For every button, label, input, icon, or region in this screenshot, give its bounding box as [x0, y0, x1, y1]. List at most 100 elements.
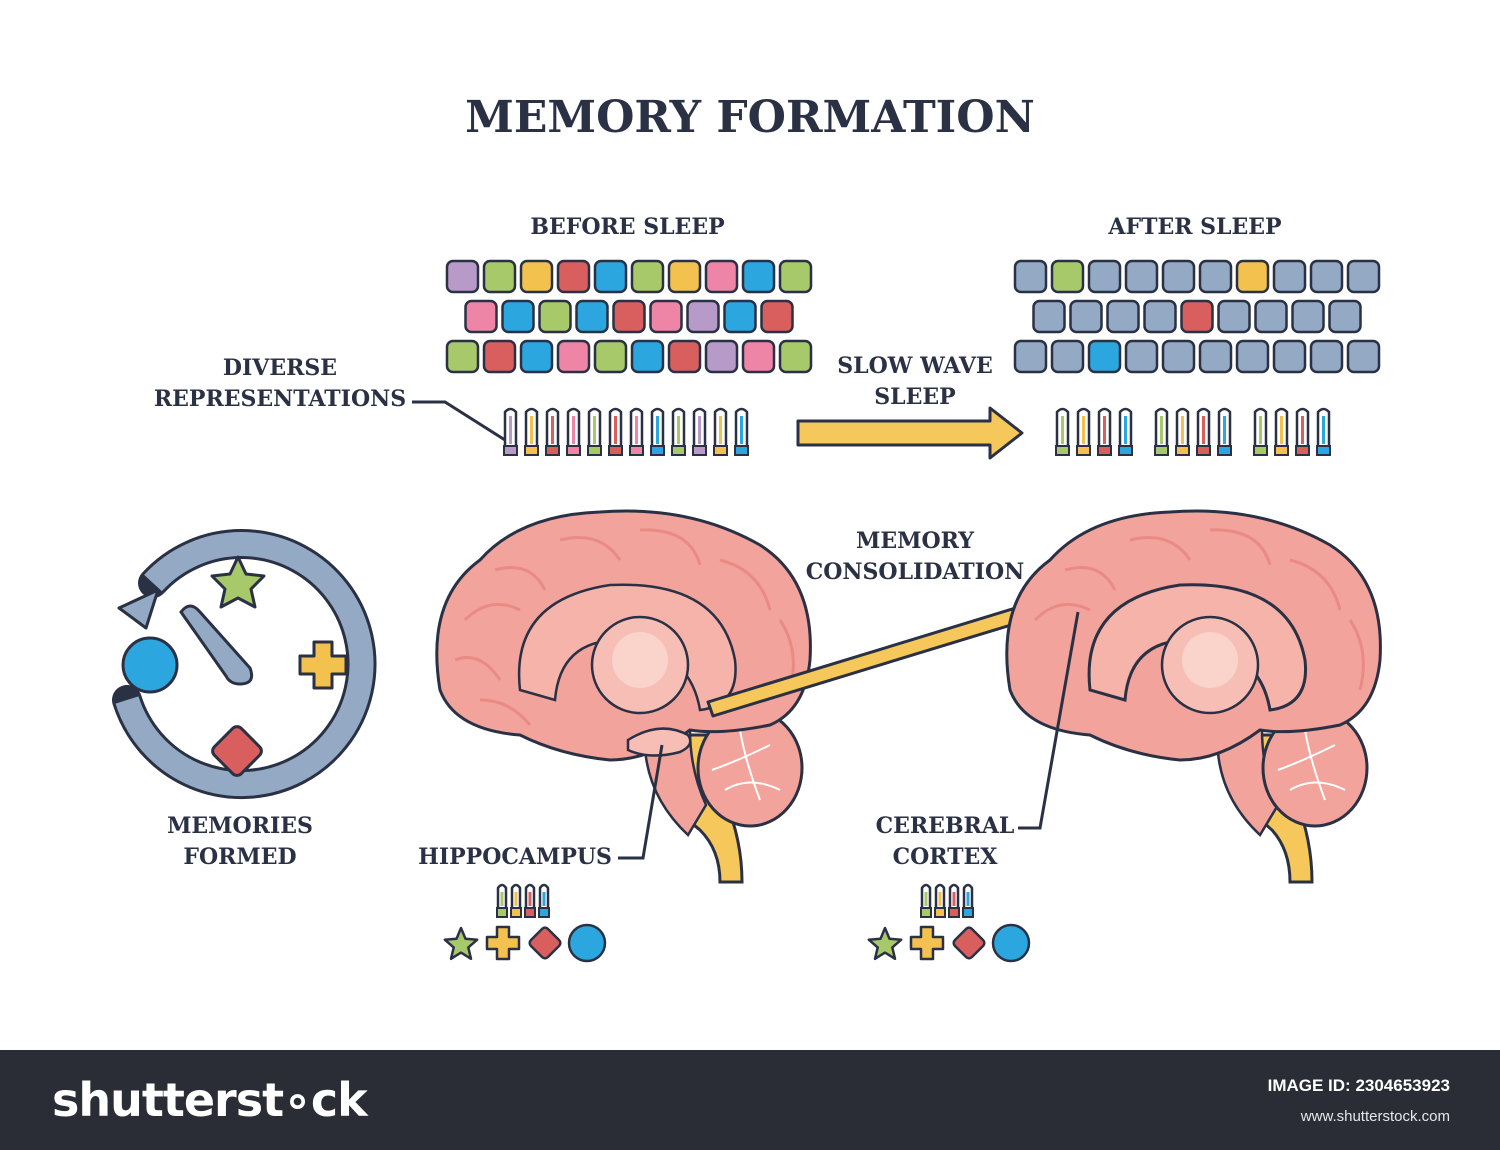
hippocampus-diamond-icon — [528, 926, 562, 960]
site-url[interactable]: www.shutterstock.com — [1300, 1108, 1450, 1125]
before-sleep-tile — [612, 299, 646, 334]
before-sleep-tile — [741, 259, 776, 294]
cortex-spike-base — [920, 907, 932, 918]
cortex-spike — [920, 883, 932, 912]
before-spike-base — [545, 445, 560, 456]
memory-consolidation-label: MEMORY CONSOLIDATION — [800, 526, 1030, 588]
cortex-spike-base — [948, 907, 960, 918]
before-sleep-tile — [556, 339, 591, 374]
hippocampus-spike-base — [496, 907, 508, 918]
before-spike — [713, 407, 728, 450]
before-sleep-tile — [538, 299, 572, 334]
footer-bar: shutterst∘ck IMAGE ID: 2304653923 www.sh… — [0, 1050, 1500, 1150]
hippocampus-spike — [496, 883, 508, 912]
hippocampus-leader-line — [618, 744, 664, 860]
before-spike — [629, 407, 644, 450]
hippocampus-memory-icons — [443, 923, 607, 963]
after-sleep-tile — [1291, 299, 1325, 334]
after-group-1-spike-base — [1196, 445, 1211, 456]
image-id-text: IMAGE ID: 2304653923 — [1267, 1076, 1450, 1095]
before-sleep-tile — [593, 339, 628, 374]
memory-consolidation-line-2: CONSOLIDATION — [805, 559, 1025, 585]
after-sleep-tile — [1087, 259, 1122, 294]
after-group-2-spike — [1295, 407, 1310, 450]
cortex-memory-icons — [867, 923, 1031, 963]
before-spike — [545, 407, 560, 450]
diverse-representations-label: DIVERSE REPRESENTATIONS — [140, 353, 420, 415]
after-sleep-tile — [1124, 259, 1159, 294]
after-group-2-spike-base — [1316, 445, 1331, 456]
after-sleep-tile — [1198, 259, 1233, 294]
before-sleep-tile — [556, 259, 591, 294]
before-sleep-grid — [445, 259, 813, 374]
cerebral-cortex-label: CEREBRAL CORTEX — [860, 811, 1030, 873]
cortex-spike — [934, 883, 946, 912]
before-spike-base — [587, 445, 602, 456]
after-sleep-tile — [1272, 259, 1307, 294]
before-sleep-tile — [482, 259, 517, 294]
memories-formed-clock — [112, 529, 377, 800]
before-sleep-tile — [760, 299, 794, 334]
before-spike-base — [713, 445, 728, 456]
slow-wave-line-2: SLEEP — [874, 384, 956, 410]
cerebral-line-2: CORTEX — [892, 844, 998, 870]
before-spike — [650, 407, 665, 450]
before-spike — [608, 407, 623, 450]
before-sleep-tile — [741, 339, 776, 374]
cortex-spike-base — [962, 907, 974, 918]
hippocampus-circle-icon — [567, 923, 607, 963]
after-group-1-spike — [1154, 407, 1169, 450]
after-sleep-tile — [1217, 299, 1251, 334]
before-sleep-tile — [519, 259, 554, 294]
brand-logo[interactable]: shutterst∘ck — [52, 1073, 368, 1127]
brain-right — [1005, 509, 1382, 884]
after-sleep-tile — [1032, 299, 1066, 334]
slow-wave-sleep-label: SLOW WAVE SLEEP — [815, 351, 1015, 413]
before-spike-base — [629, 445, 644, 456]
slow-wave-line-1: SLOW WAVE — [837, 353, 993, 379]
diverse-line-2: REPRESENTATIONS — [153, 386, 407, 412]
memories-formed-line-1: MEMORIES — [167, 813, 313, 839]
after-sleep-tile — [1254, 299, 1288, 334]
clock-hand-icon — [179, 604, 254, 686]
after-sleep-tile — [1235, 259, 1270, 294]
hippocampus-spike-base — [524, 907, 536, 918]
red-diamond-icon — [211, 725, 263, 777]
before-sleep-label: BEFORE SLEEP — [530, 214, 725, 240]
after-sleep-tile — [1106, 299, 1140, 334]
after-sleep-tile — [1161, 259, 1196, 294]
after-sleep-tile — [1180, 299, 1214, 334]
before-sleep-tile — [686, 299, 720, 334]
green-star-icon — [210, 555, 266, 609]
after-group-2-spike-base — [1253, 445, 1268, 456]
before-sleep-tile — [482, 339, 517, 374]
after-group-1-spike-base — [1175, 445, 1190, 456]
before-sleep-tile — [704, 259, 739, 294]
before-sleep-tile — [464, 299, 498, 334]
hippocampus-spikes — [496, 883, 550, 918]
before-sleep-tile — [593, 259, 628, 294]
before-spike-base — [566, 445, 581, 456]
cortex-spikes — [920, 883, 974, 918]
after-group-0-spike — [1055, 407, 1070, 450]
cortex-spike — [962, 883, 974, 912]
after-sleep-grid — [1013, 259, 1381, 374]
after-sleep-tile — [1069, 299, 1103, 334]
after-group-0-spike — [1076, 407, 1091, 450]
before-sleep-tile — [649, 299, 683, 334]
after-sleep-tile — [1087, 339, 1122, 374]
before-sleep-tile — [519, 339, 554, 374]
before-sleep-tile — [778, 259, 813, 294]
after-group-1-spike — [1196, 407, 1211, 450]
hippocampus-spike-base — [510, 907, 522, 918]
after-sleep-tile — [1309, 259, 1344, 294]
after-sleep-tile — [1328, 299, 1362, 334]
after-sleep-tile — [1161, 339, 1196, 374]
after-sleep-tile — [1013, 339, 1048, 374]
hippocampus-star-icon — [443, 926, 479, 961]
memories-formed-line-2: FORMED — [183, 844, 297, 870]
after-sleep-tile — [1143, 299, 1177, 334]
after-sleep-label: AFTER SLEEP — [1108, 214, 1282, 240]
hippocampus-spike — [510, 883, 522, 912]
memory-consolidation-line-1: MEMORY — [856, 528, 974, 554]
